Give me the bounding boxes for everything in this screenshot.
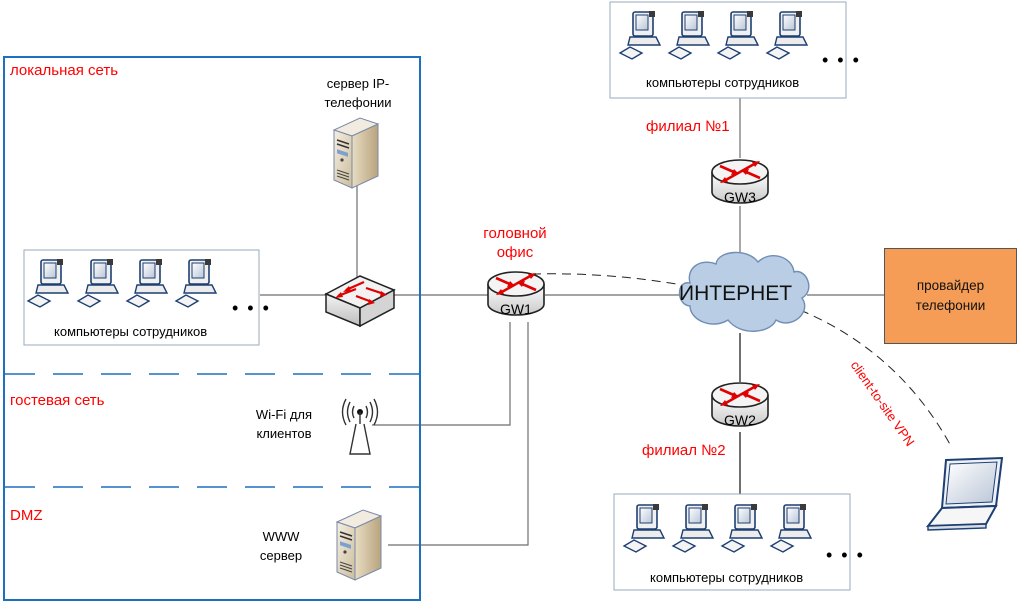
switch-icon [324, 275, 396, 328]
more-pcs-ellipsis: • • • [822, 50, 861, 70]
vpn-tunnels [531, 273, 953, 449]
ip-telephony-server-label-line2: телефонии [324, 95, 392, 110]
telephony-provider-box: провайдер телефонии [884, 248, 1017, 344]
telephony-provider-line2: телефонии [915, 298, 986, 313]
head-office-label-line1: головной [483, 225, 547, 242]
internet-label: ИНТЕРНЕТ [679, 282, 793, 305]
wifi-antenna-icon [341, 398, 379, 455]
more-pcs-ellipsis: • • • [232, 298, 271, 318]
pc-group-local [23, 249, 260, 346]
zone-label-guest: гостевая сеть [10, 392, 105, 409]
more-pcs-ellipsis: • • • [826, 545, 865, 565]
gw1-label: GW1 [500, 301, 532, 317]
laptop-icon [925, 456, 1004, 531]
ip-telephony-server-icon [333, 117, 379, 189]
www-server-label-line2: сервер [259, 548, 303, 563]
www-server-label: WWW сервер [246, 527, 316, 565]
link-www-gw1 [388, 322, 529, 546]
ip-telephony-server-label: сервер IP- телефонии [318, 74, 398, 112]
wifi-label-line2: клиентов [256, 426, 312, 441]
pc-group-branch2-label: компьютеры сотрудников [650, 570, 804, 585]
pc-group-branch1-label: компьютеры сотрудников [646, 75, 800, 90]
www-server-icon [336, 509, 382, 581]
head-office-label: головной офис [470, 224, 560, 262]
zone-label-dmz: DMZ [10, 507, 43, 524]
link-wifi-gw1 [372, 322, 511, 426]
pc-group-branch1 [609, 1, 847, 99]
connection-lines [260, 98, 884, 546]
client-to-site-tunnel [799, 309, 953, 449]
office-zone-frame [3, 56, 421, 601]
head-office-label-line2: офис [496, 244, 534, 261]
pc-group-branch2 [613, 493, 851, 591]
wifi-label: Wi-Fi для клиентов [244, 405, 324, 443]
wifi-label-line1: Wi-Fi для [255, 407, 313, 422]
site-to-site-tunnel [531, 273, 689, 287]
branch1-label: филиал №1 [646, 118, 730, 135]
ip-telephony-server-label-line1: сервер IP- [326, 76, 390, 91]
telephony-provider-line1: провайдер [916, 278, 985, 293]
internet-cloud-icon [678, 251, 810, 332]
www-server-label-line1: WWW [262, 529, 300, 544]
pc-group-local-label: компьютеры сотрудников [54, 324, 208, 339]
zone-label-local: локальная сеть [10, 62, 119, 79]
gw3-label: GW3 [724, 189, 756, 205]
gw2-label: GW2 [724, 412, 756, 428]
branch2-label: филиал №2 [642, 442, 726, 459]
